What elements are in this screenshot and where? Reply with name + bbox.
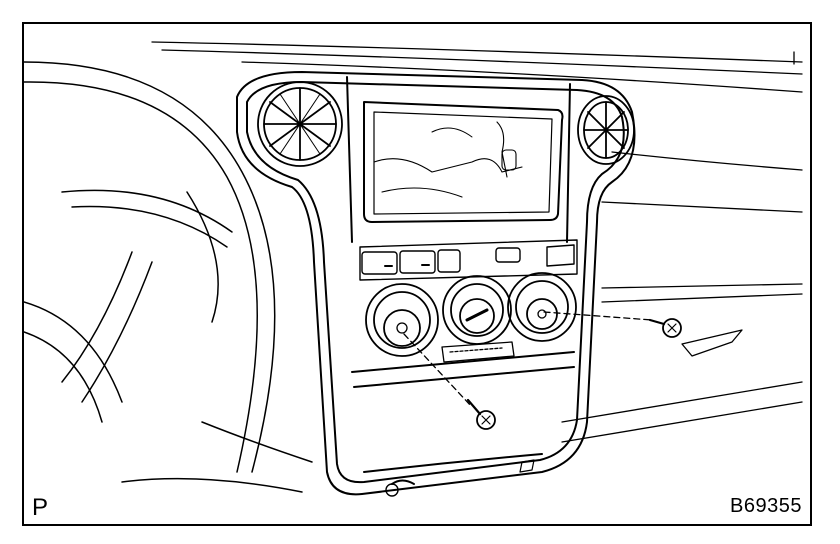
display-screen [363,101,564,223]
illustration-frame [22,22,812,526]
dashboard [151,41,803,443]
label-plate [441,341,515,363]
vent-icon [577,95,635,165]
center-console [236,71,636,497]
knob-left [365,283,439,357]
figure-code: B69355 [730,495,802,517]
button-row [359,239,578,281]
vent-icon [257,81,343,167]
steering-wheel [24,61,313,493]
knob-right [507,272,577,342]
corner-letter: P [32,494,49,521]
screw-lower [403,333,496,430]
screw-right [543,311,682,338]
knob-center [442,275,512,345]
bottom-clip [391,479,415,485]
console-illustration [24,41,803,497]
glovebox-latch [681,329,743,357]
